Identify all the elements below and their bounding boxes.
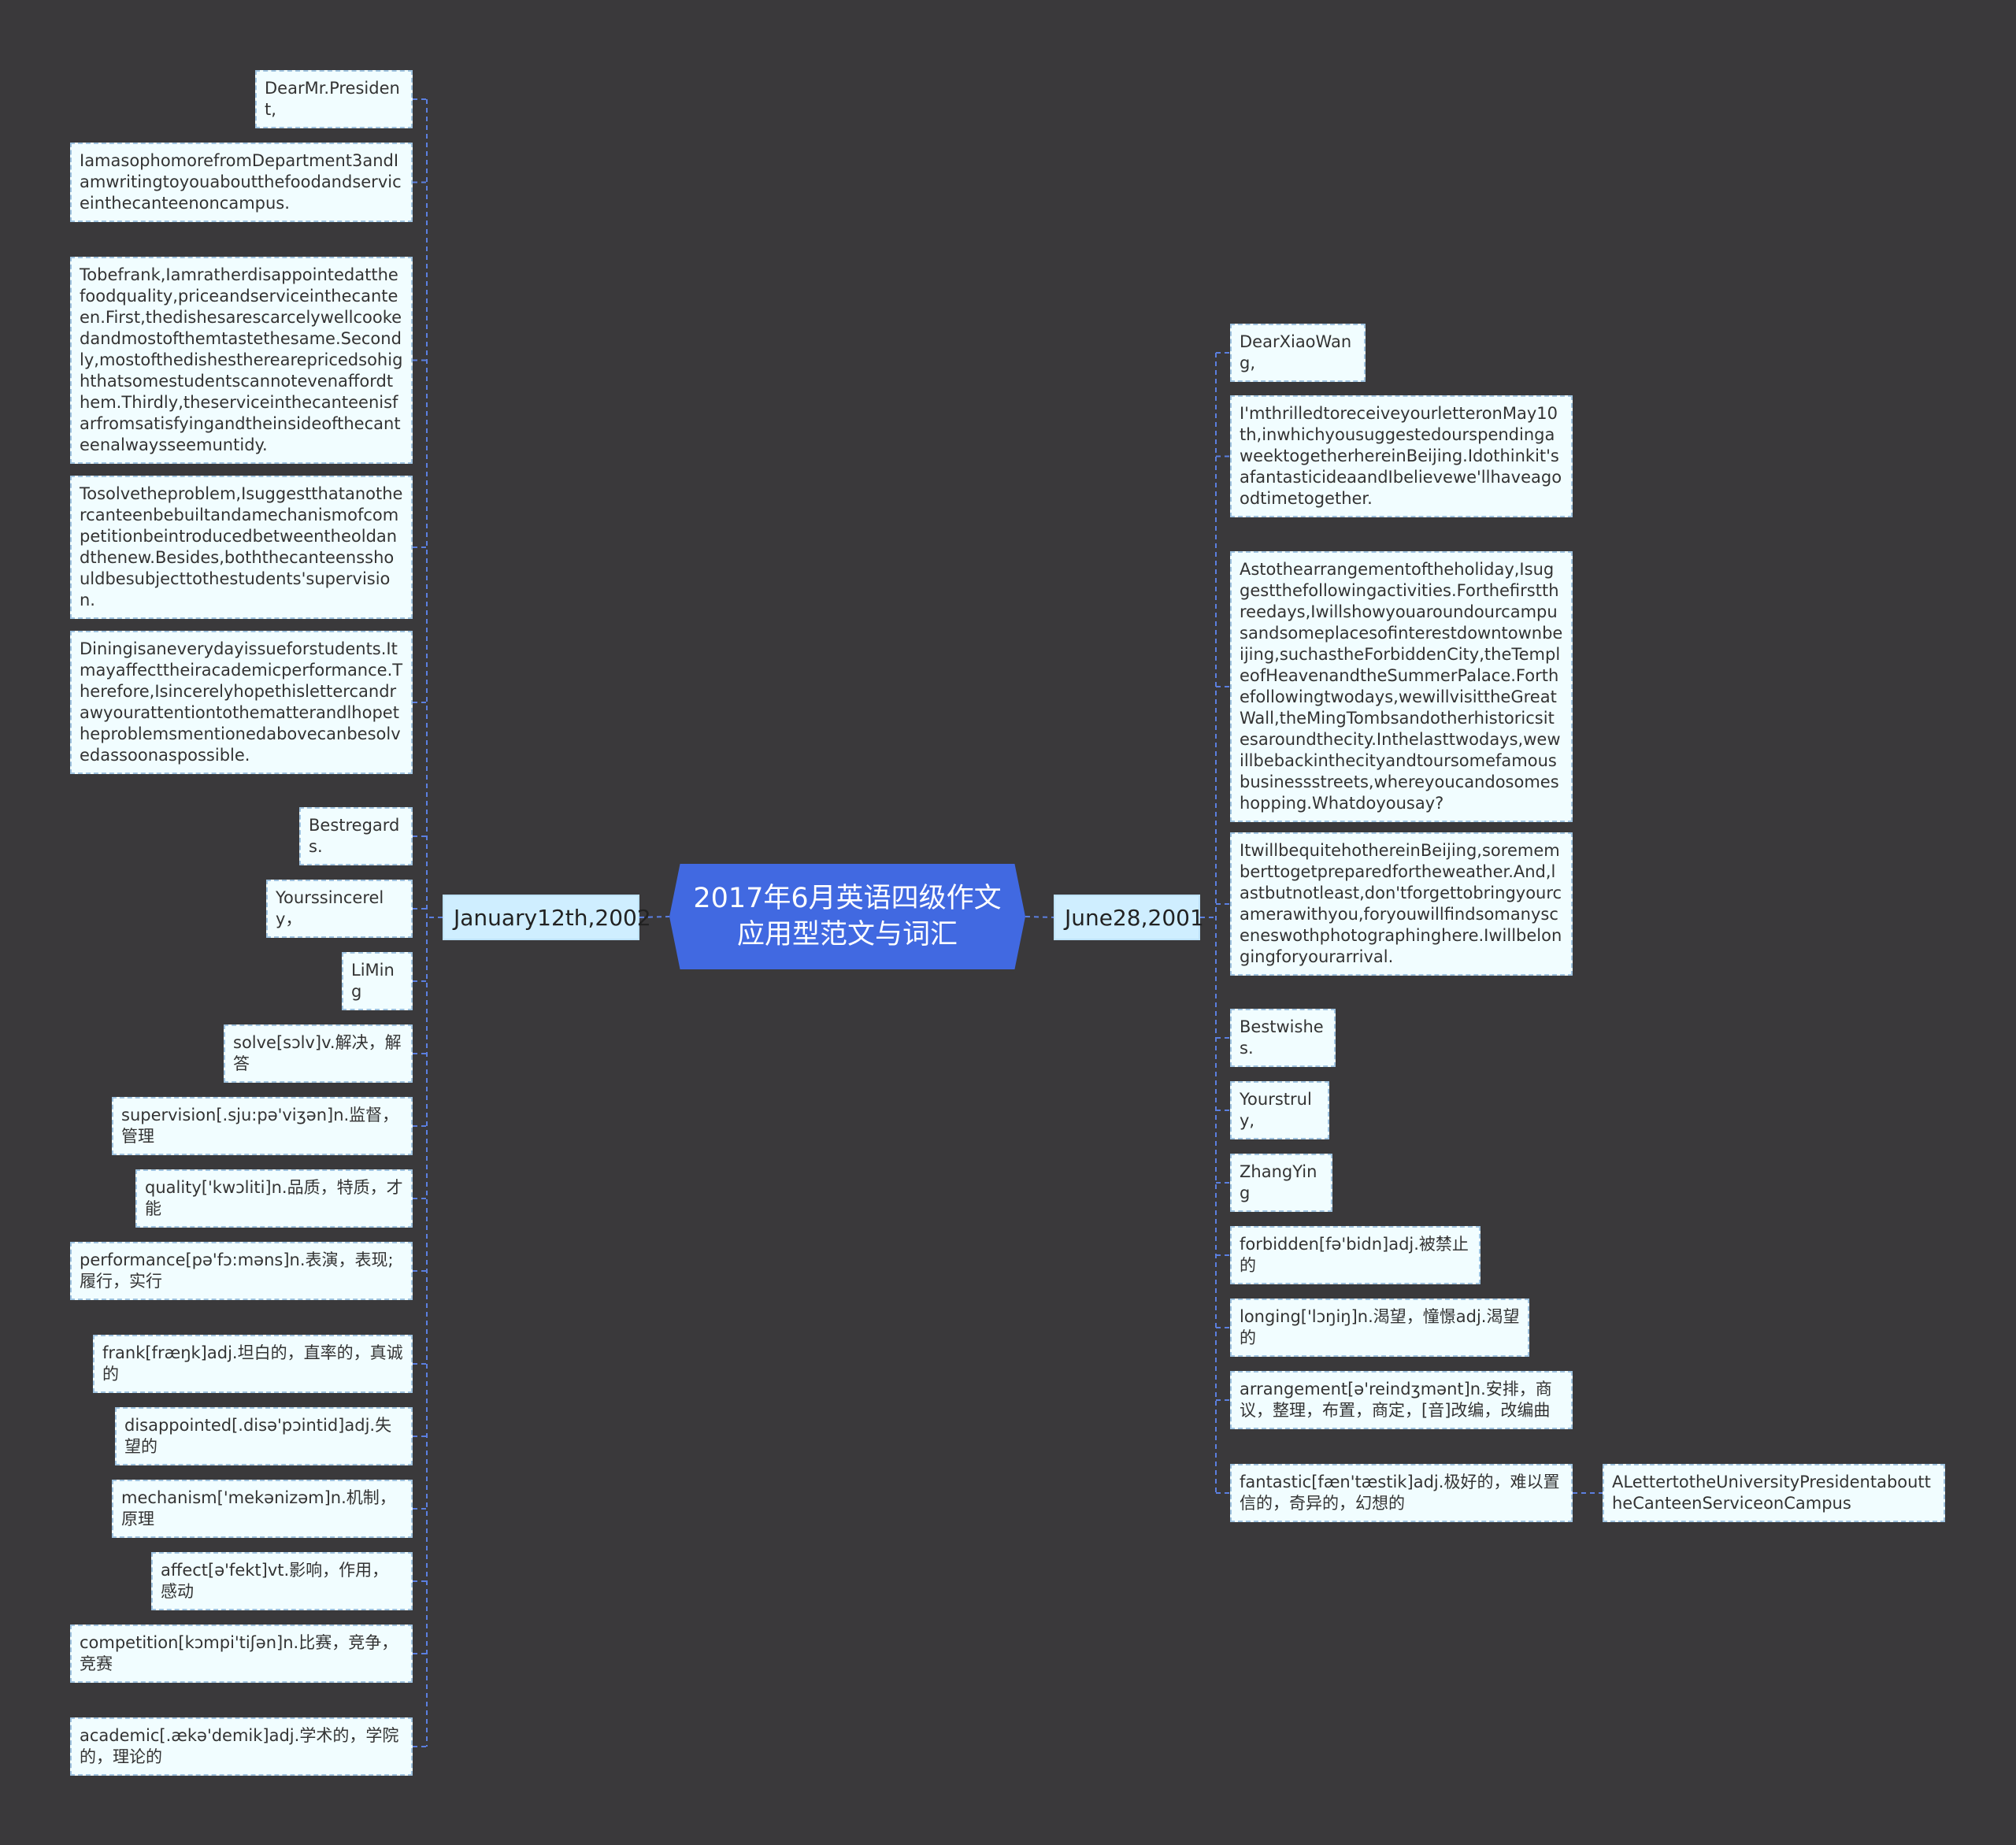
left-node-vocab-frank[interactable]: frank[fræŋk]adj.坦白的，直率的，真诚的 [93, 1335, 413, 1393]
left-node-intro[interactable]: IamasophomorefromDepartment3andIamwritin… [70, 143, 413, 222]
left-node-vocab-affect[interactable]: affect[ə'fekt]vt.影响，作用，感动 [151, 1552, 413, 1610]
left-node-vocab-disappointed[interactable]: disappointed[.disə'pɔintid]adj.失望的 [115, 1407, 413, 1465]
right-node-wishes[interactable]: Bestwishes. [1230, 1009, 1336, 1067]
extra-node-letter-title[interactable]: ALettertotheUniversityPresidentabouttheC… [1603, 1464, 1945, 1522]
left-node-signature[interactable]: LiMing [342, 952, 413, 1010]
left-node-vocab-performance[interactable]: performance[pə'fɔ:məns]n.表演，表现;履行，实行 [70, 1242, 413, 1300]
right-node-weather[interactable]: ItwillbequitehothereinBeijing,soremember… [1230, 832, 1573, 976]
right-node-vocab-forbidden[interactable]: forbidden[fə'bidn]adj.被禁止的 [1230, 1226, 1480, 1284]
branch-june-28-2001[interactable]: June28,2001 [1054, 895, 1204, 940]
right-node-salutation[interactable]: DearXiaoWang, [1230, 324, 1366, 382]
right-node-vocab-arrangement[interactable]: arrangement[ə'reindʒmənt]n.安排，商议，整理，布置，商… [1230, 1371, 1573, 1429]
right-node-vocab-longing[interactable]: longing['lɔŋiŋ]n.渴望，憧憬adj.渴望的 [1230, 1299, 1529, 1357]
left-node-salutation[interactable]: DearMr.President, [255, 70, 413, 128]
right-node-vocab-fantastic[interactable]: fantastic[fæn'tæstik]adj.极好的，难以置信的，奇异的，幻… [1230, 1464, 1573, 1522]
left-node-vocab-competition[interactable]: competition[kɔmpi'tiʃən]n.比赛，竞争，竞赛 [70, 1625, 413, 1683]
left-node-vocab-supervision[interactable]: supervision[.sju:pə'viʒən]n.监督，管理 [112, 1097, 413, 1155]
right-node-arrangement[interactable]: Astothearrangementoftheholiday,Isuggestt… [1230, 551, 1573, 822]
right-node-closing[interactable]: Yourstruly, [1230, 1081, 1329, 1139]
left-node-vocab-mechanism[interactable]: mechanism['mekənizəm]n.机制，原理 [112, 1480, 413, 1538]
root-topic[interactable]: 2017年6月英语四级作文应用型范文与词汇 [669, 864, 1025, 969]
left-node-regards[interactable]: Bestregards. [299, 807, 413, 865]
left-node-vocab-solve[interactable]: solve[sɔlv]v.解决，解答 [224, 1024, 413, 1083]
left-node-complaints[interactable]: Tobefrank,Iamratherdisappointedatthefood… [70, 257, 413, 464]
branch-january-12th-2002[interactable]: January12th,2002 [443, 895, 651, 940]
left-node-suggestion[interactable]: Tosolvetheproblem,Isuggestthatanothercan… [70, 476, 413, 619]
right-node-signature[interactable]: ZhangYing [1230, 1154, 1332, 1212]
left-node-vocab-quality[interactable]: quality['kwɔliti]n.品质，特质，才能 [135, 1169, 413, 1228]
left-node-conclusion[interactable]: Diningisaneverydayissueforstudents.Itmay… [70, 631, 413, 774]
right-node-intro[interactable]: I'mthrilledtoreceiveyourletteronMay10th,… [1230, 395, 1573, 517]
left-node-vocab-academic[interactable]: academic[.ækə'demik]adj.学术的，学院的，理论的 [70, 1717, 413, 1776]
left-node-closing[interactable]: Yourssincerely， [266, 880, 413, 938]
